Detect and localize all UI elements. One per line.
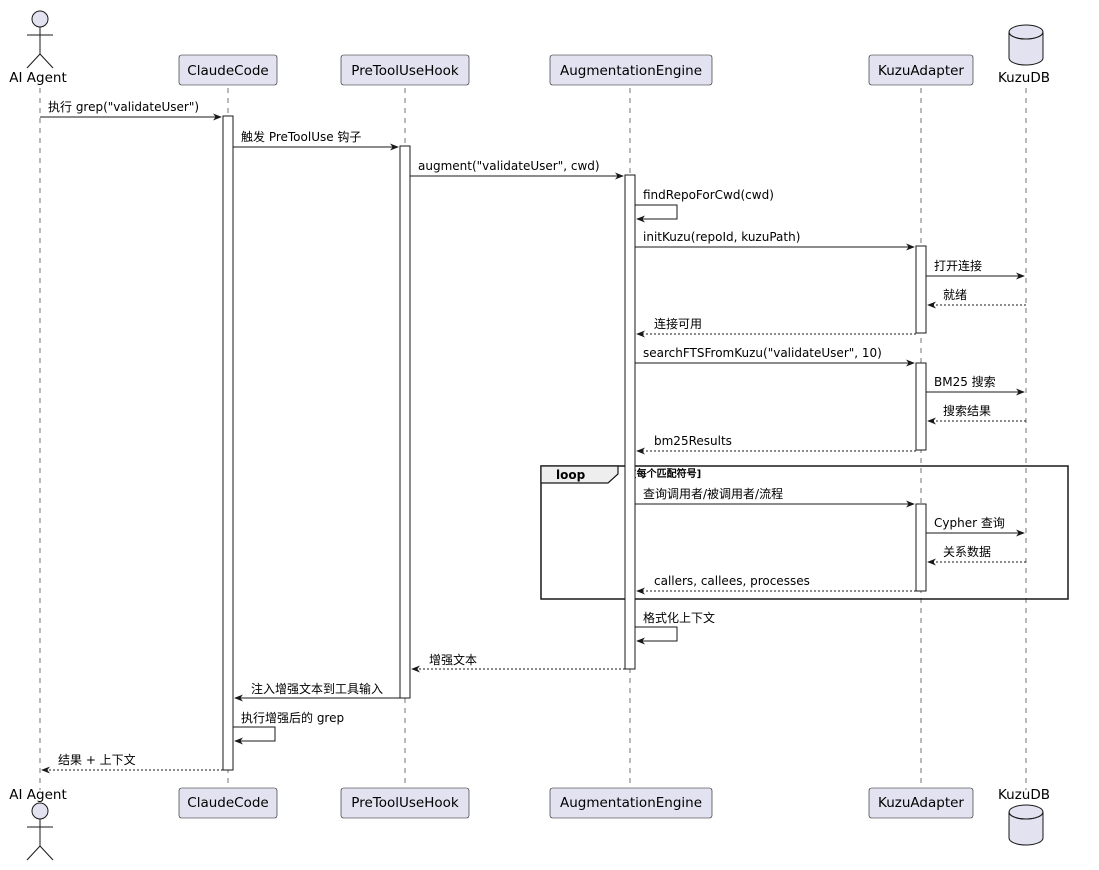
message-label: augment("validateUser", cwd) bbox=[418, 159, 600, 173]
activation-adapter-3 bbox=[915, 503, 927, 592]
participant-db-bottom: KuzuDB bbox=[998, 787, 1050, 803]
message-label: 连接可用 bbox=[654, 316, 702, 331]
participants-top: AI Agent ClaudeCode PreToolUseHook Augme… bbox=[9, 10, 1050, 86]
database-icon bbox=[1008, 804, 1044, 846]
participant-claude: ClaudeCode bbox=[187, 63, 268, 79]
message-label: BM25 搜索 bbox=[934, 374, 996, 389]
participant-engine-bottom: AugmentationEngine bbox=[560, 795, 702, 811]
message-label: findRepoForCwd(cwd) bbox=[643, 188, 774, 202]
participant-adapter: KuzuAdapter bbox=[878, 63, 964, 79]
loop-keyword: loop bbox=[556, 468, 586, 482]
activation-adapter-2 bbox=[915, 362, 927, 451]
message-label: Cypher 查询 bbox=[934, 516, 1005, 530]
lifelines bbox=[39, 88, 1027, 790]
message-label: 就绪 bbox=[943, 288, 967, 302]
participant-engine: AugmentationEngine bbox=[560, 63, 702, 79]
message-label: 搜索结果 bbox=[943, 403, 991, 418]
participant-agent-bottom: AI Agent bbox=[9, 787, 66, 803]
activation-engine bbox=[624, 174, 636, 670]
message-label: 关系数据 bbox=[943, 544, 991, 559]
message-label: 格式化上下文 bbox=[643, 610, 715, 625]
loop-condition: [每个匹配符号] bbox=[632, 467, 701, 480]
message-label: initKuzu(repoId, kuzuPath) bbox=[643, 230, 800, 244]
message-label: searchFTSFromKuzu("validateUser", 10) bbox=[643, 346, 882, 360]
participant-hook: PreToolUseHook bbox=[351, 63, 459, 79]
activation-hook bbox=[399, 145, 411, 699]
message-label: 触发 PreToolUse 钩子 bbox=[241, 129, 361, 144]
participant-db: KuzuDB bbox=[998, 70, 1050, 86]
activations bbox=[222, 115, 927, 771]
participant-agent: AI Agent bbox=[9, 70, 66, 86]
participant-adapter-bottom: KuzuAdapter bbox=[878, 795, 964, 811]
participant-claude-bottom: ClaudeCode bbox=[187, 795, 268, 811]
message-label: 执行增强后的 grep bbox=[241, 710, 344, 725]
message-arrow-self bbox=[635, 626, 678, 645]
activation-claude bbox=[222, 115, 234, 771]
loop-frame: loop [每个匹配符号] bbox=[540, 465, 1069, 600]
message-label: callers, callees, processes bbox=[654, 574, 810, 588]
message-label: 执行 grep("validateUser") bbox=[48, 100, 199, 114]
messages: 执行 grep("validateUser") 触发 PreToolUse 钩子… bbox=[40, 100, 1026, 774]
message-arrow-self bbox=[635, 204, 678, 223]
participants-bottom: AI Agent ClaudeCode PreToolUseHook Augme… bbox=[9, 787, 1050, 861]
database-icon bbox=[1008, 24, 1044, 66]
message-label: bm25Results bbox=[654, 434, 732, 448]
activation-adapter-1 bbox=[915, 245, 927, 334]
actor-icon bbox=[26, 10, 54, 69]
message-arrow-self bbox=[233, 726, 276, 745]
message-label: 查询调用者/被调用者/流程 bbox=[643, 486, 783, 501]
message-label: 注入增强文本到工具输入 bbox=[251, 681, 383, 696]
actor-icon bbox=[26, 802, 54, 861]
message-label: 结果 + 上下文 bbox=[58, 752, 136, 767]
message-label: 增强文本 bbox=[429, 652, 477, 667]
participant-hook-bottom: PreToolUseHook bbox=[351, 795, 459, 811]
message-label: 打开连接 bbox=[934, 258, 982, 273]
